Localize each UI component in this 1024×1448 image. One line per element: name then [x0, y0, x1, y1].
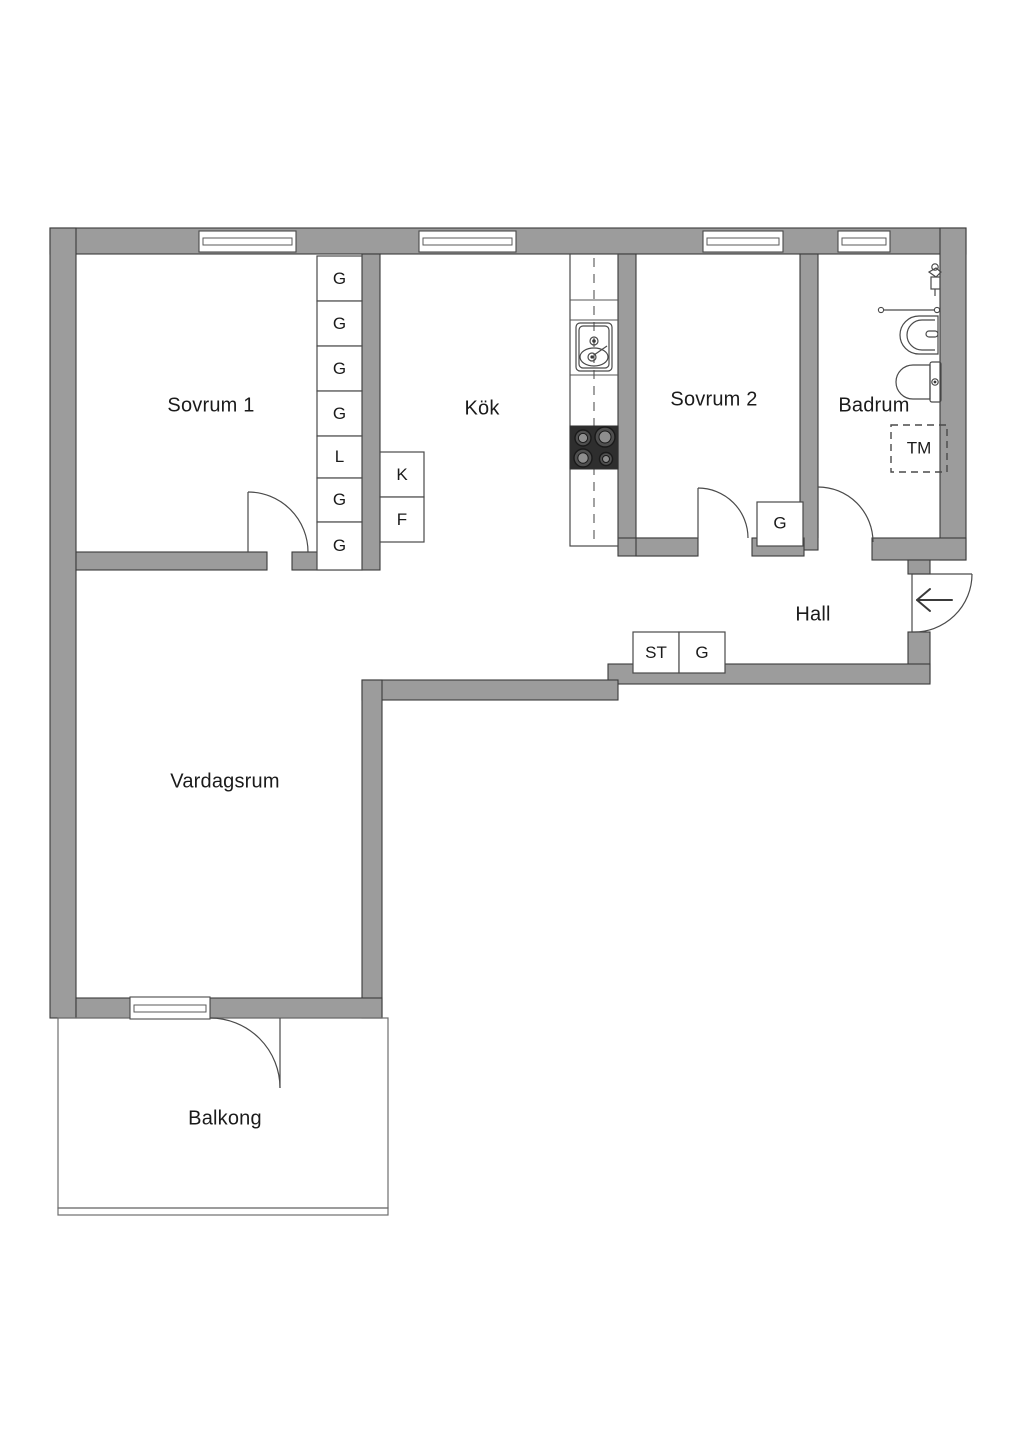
- wall-vardagsrum-east: [361, 679, 383, 1019]
- wall-sovrum1-south: [75, 551, 268, 571]
- room-labels: Sovrum 1 Kök Sovrum 2 Badrum Hall Vardag…: [167, 388, 909, 1129]
- door-entrance[interactable]: [911, 573, 973, 633]
- washing-machine-tm[interactable]: TM: [890, 424, 948, 473]
- room-label-vardagsrum: Vardagsrum: [170, 770, 279, 792]
- shower-rail-icon: [877, 306, 941, 314]
- wall-vardagsrum-south-right: [209, 997, 383, 1019]
- room-label-balkong: Balkong: [188, 1107, 262, 1129]
- wardrobe-cell[interactable]: G: [316, 477, 363, 523]
- hall-closet[interactable]: ST: [632, 631, 680, 674]
- wardrobe-cell-label: G: [333, 269, 346, 288]
- wall-exterior-east: [939, 227, 967, 561]
- kitchen-unit-label: K: [396, 465, 408, 484]
- window-sovrum1: [198, 230, 297, 253]
- shower-mixer-icon: [927, 263, 942, 296]
- hall-closet-label: ST: [645, 643, 667, 662]
- wardrobe-cell[interactable]: G: [316, 345, 363, 392]
- window-badrum: [837, 230, 891, 253]
- wall-sovrum2-south-left: [635, 537, 699, 557]
- wall-sovrum1-kok-partition: [361, 253, 381, 571]
- wall-exterior-west: [49, 227, 77, 1019]
- entrance-arrow-icon: [916, 588, 953, 612]
- balcony-outline: [57, 1017, 389, 1216]
- wall-sovrum2-badrum-partition: [799, 253, 819, 551]
- wall-vardagsrum-south-left: [75, 997, 132, 1019]
- room-label-kok: Kök: [464, 397, 500, 419]
- hall-closet-label: G: [695, 643, 708, 662]
- kitchen-tall-units[interactable]: K F: [379, 451, 425, 543]
- wall-structure: [49, 227, 967, 1019]
- wardrobe-cell[interactable]: G: [316, 300, 363, 347]
- bathroom-fixtures: TM: [877, 263, 948, 473]
- kitchen-counter-run: [569, 253, 619, 547]
- balcony-railing: [57, 1207, 389, 1216]
- wall-badrum-south: [871, 537, 967, 561]
- room-label-sovrum1: Sovrum 1: [167, 394, 254, 416]
- hall-closet[interactable]: G: [678, 631, 726, 674]
- wall-hall-east-upper: [907, 559, 931, 575]
- kitchen-stove-icon: [569, 425, 619, 470]
- windows: [129, 230, 891, 1020]
- door-sovrum2[interactable]: [697, 487, 749, 539]
- tm-outline: [890, 424, 948, 473]
- kitchen-unit-label: F: [397, 510, 407, 529]
- sovrum1-wardrobe-column[interactable]: G G G G L G G: [316, 255, 363, 571]
- door-balkong[interactable]: [209, 1017, 281, 1089]
- room-label-sovrum2: Sovrum 2: [670, 388, 757, 410]
- toilet-icon: [895, 361, 942, 403]
- kitchen-sink-icon: [575, 322, 613, 372]
- washbasin-icon: [899, 315, 939, 355]
- wardrobe-cell-label: G: [333, 314, 346, 333]
- door-badrum[interactable]: [817, 486, 874, 543]
- room-label-hall: Hall: [795, 603, 830, 625]
- hall-closets[interactable]: ST G: [632, 631, 726, 674]
- wall-vardagsrum-north-east: [361, 679, 619, 701]
- door-sovrum1[interactable]: [247, 491, 309, 553]
- kitchen-unit[interactable]: F: [379, 496, 425, 543]
- wardrobe-cell[interactable]: L: [316, 435, 363, 479]
- kitchen-counter: [569, 253, 619, 547]
- sovrum2-closet[interactable]: G: [756, 501, 804, 547]
- tm-label: TM: [907, 438, 932, 457]
- window-sovrum2: [702, 230, 784, 253]
- window-balkong: [129, 996, 211, 1020]
- wardrobe-cell-label: G: [333, 536, 346, 555]
- window-kok: [418, 230, 517, 253]
- wardrobe-cell-label: G: [333, 404, 346, 423]
- wardrobe-cell[interactable]: G: [316, 390, 363, 437]
- wall-kok-sovrum2-partition: [617, 253, 637, 551]
- wardrobe-cell[interactable]: G: [316, 521, 363, 571]
- sovrum2-closet-label: G: [773, 513, 786, 532]
- wardrobe-cell-label: L: [335, 447, 344, 466]
- wardrobe-cell-label: G: [333, 359, 346, 378]
- doors: [209, 486, 973, 1089]
- kitchen-unit[interactable]: K: [379, 451, 425, 498]
- wardrobe-cell-label: G: [333, 490, 346, 509]
- room-label-badrum: Badrum: [838, 394, 909, 416]
- wardrobe-cell[interactable]: G: [316, 255, 363, 302]
